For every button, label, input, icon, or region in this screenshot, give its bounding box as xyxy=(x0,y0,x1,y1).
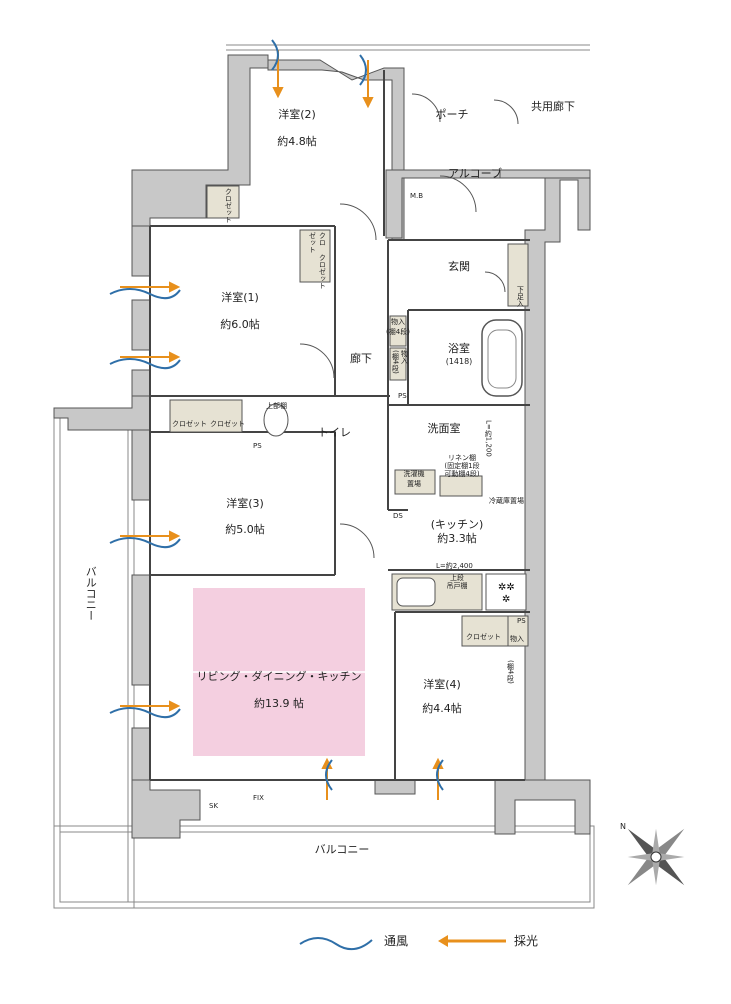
fridge-space: 冷蔵庫置場 xyxy=(489,497,524,505)
ventilation-curves xyxy=(109,39,444,791)
bedroom2-name: 洋室(2) xyxy=(278,108,316,121)
svg-text:✲: ✲ xyxy=(502,594,510,605)
shoe-cabinet: 下足入 xyxy=(516,286,525,307)
bedroom4-storage-sub: (棚4段) xyxy=(506,660,515,684)
balcony-bottom-label: バルコニー xyxy=(314,843,370,856)
linen-sub2: 可動棚4段) xyxy=(444,470,480,478)
washroom-name: 洗面室 xyxy=(427,422,461,435)
bedroom1-area: 約6.0帖 xyxy=(220,318,260,331)
exterior-walls xyxy=(53,54,591,839)
upper-cabinet: 上段 xyxy=(450,574,464,582)
common-corridor-name: 共用廊下 xyxy=(531,100,575,113)
legend-wind-icon xyxy=(299,937,373,951)
legend-daylight: 採光 xyxy=(514,934,539,948)
sk-sink: SK xyxy=(209,802,219,810)
ps-kitchen: PS xyxy=(517,617,526,625)
ps-bath: PS xyxy=(398,392,407,400)
linen-sub: (固定棚1段 xyxy=(444,462,480,470)
fix-window: FIX xyxy=(253,794,264,802)
stove xyxy=(485,573,527,611)
bedroom3-area: 約5.0帖 xyxy=(225,523,265,536)
storage-4: 物入 xyxy=(391,318,405,326)
alcove-name: アルコーブ xyxy=(448,167,503,180)
upper-shelf: 上部棚 xyxy=(266,402,287,410)
bedroom2-area: 約4.8帖 xyxy=(277,135,317,148)
storage-hall: 物入 xyxy=(400,350,409,364)
compass-rose xyxy=(627,828,685,886)
bedroom4-area: 約4.4帖 xyxy=(422,702,462,715)
closet-bedroom1-a: クロ xyxy=(318,232,327,246)
bath-name: 浴室 xyxy=(448,342,470,355)
upper-cabinet-sub: 吊戸棚 xyxy=(446,582,468,590)
storage-4-sub: (棚4段) xyxy=(386,328,410,336)
washer-space-sub: 置場 xyxy=(407,480,421,488)
closet-bedroom3-a: クロゼット xyxy=(172,420,207,428)
ldk-area: 約13.9 帖 xyxy=(254,697,304,710)
kitchen-name: (キッチン) xyxy=(430,518,484,531)
length-2400: L=約2,400 xyxy=(436,562,473,570)
closet-bedroom2: クロゼット xyxy=(224,188,233,223)
closet-bedroom4: クロゼット xyxy=(466,633,501,641)
storage-hall-sub: (棚4段) xyxy=(391,350,400,374)
bath-size: (1418) xyxy=(445,357,473,366)
svg-text:✲✲: ✲✲ xyxy=(498,582,515,593)
closet-bedroom1-c: クロゼット xyxy=(318,254,327,289)
toilet-name: トイレ xyxy=(318,426,351,439)
ds-duct: DS xyxy=(393,512,403,520)
bedroom1-name: 洋室(1) xyxy=(221,291,259,304)
bedroom3-name: 洋室(3) xyxy=(226,497,264,510)
closet-bedroom1-b: ゼット xyxy=(308,232,317,253)
ps-toilet: PS xyxy=(253,442,262,450)
daylight-arrows xyxy=(120,50,444,800)
storage-units xyxy=(169,185,529,647)
meter-box: M.B xyxy=(410,192,424,200)
bathtub xyxy=(481,319,523,397)
kitchen-sink xyxy=(396,577,436,607)
length-1200: L=約1,200 xyxy=(484,420,493,457)
washer-space: 洗濯機 xyxy=(403,470,425,478)
bedroom4-name: 洋室(4) xyxy=(423,678,461,691)
porch-name: ポーチ xyxy=(435,108,469,121)
interior-walls xyxy=(149,70,530,781)
bedroom4-storage: 物入 xyxy=(510,635,524,643)
ldk-name: リビング・ダイニング・キッチン xyxy=(196,670,362,683)
legend-ventilation: 通風 xyxy=(384,934,409,948)
doors xyxy=(299,93,519,559)
toilet-bowl xyxy=(263,403,289,437)
balcony-side-label: バルコニー xyxy=(84,566,98,621)
compass-north-label: N xyxy=(620,822,626,831)
kitchen-area: 約3.3帖 xyxy=(437,532,477,545)
closet-bedroom3-b: クロゼット xyxy=(210,420,245,428)
entrance-name: 玄関 xyxy=(448,260,470,273)
hallway-name: 廊下 xyxy=(350,352,372,365)
linen-shelf: リネン棚 xyxy=(448,454,476,462)
